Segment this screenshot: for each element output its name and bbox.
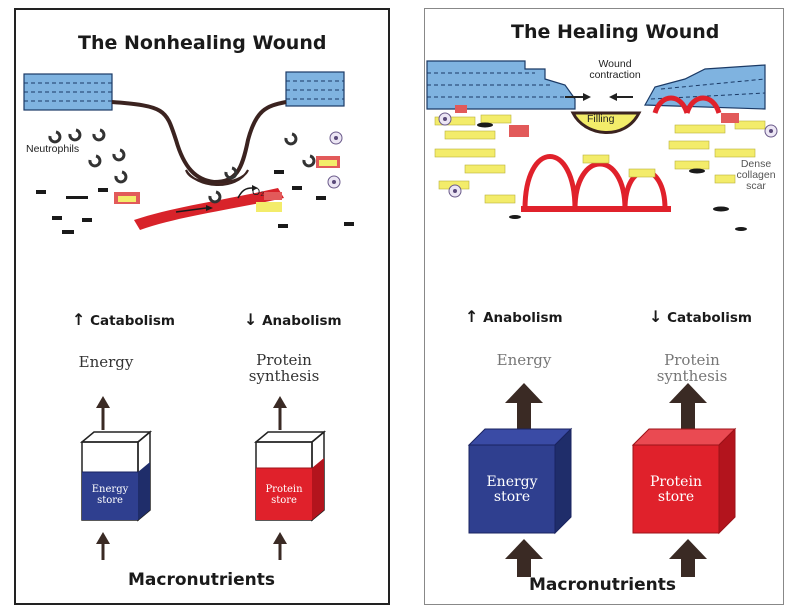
right-protein-store-label: Protein store — [633, 475, 719, 506]
left-energy-store-label: Energy store — [82, 484, 138, 506]
right-energy-bottom-arrow — [505, 539, 543, 577]
right-protein-up-arrow — [669, 383, 707, 431]
nonhealing-wound-panel: The Nonhealing Wound — [14, 8, 390, 605]
right-energy-store-label: Energy store — [469, 475, 555, 506]
right-energy-up-arrow — [505, 383, 543, 431]
left-macronutrients-label: Macronutrients — [128, 570, 275, 590]
right-protein-bottom-arrow — [669, 539, 707, 577]
left-protein-bottom-arrow — [273, 532, 287, 560]
healing-wound-panel: The Healing Wound — [424, 8, 784, 605]
left-store-cubes — [16, 10, 392, 607]
left-energy-cube — [82, 432, 150, 520]
left-protein-up-arrow — [273, 396, 287, 430]
right-store-cubes — [425, 9, 785, 606]
left-protein-cube — [256, 432, 324, 520]
right-macronutrients-label: Macronutrients — [529, 575, 676, 595]
left-energy-bottom-arrow — [96, 532, 110, 560]
left-protein-store-label: Protein store — [256, 484, 312, 506]
left-energy-up-arrow — [96, 396, 110, 430]
